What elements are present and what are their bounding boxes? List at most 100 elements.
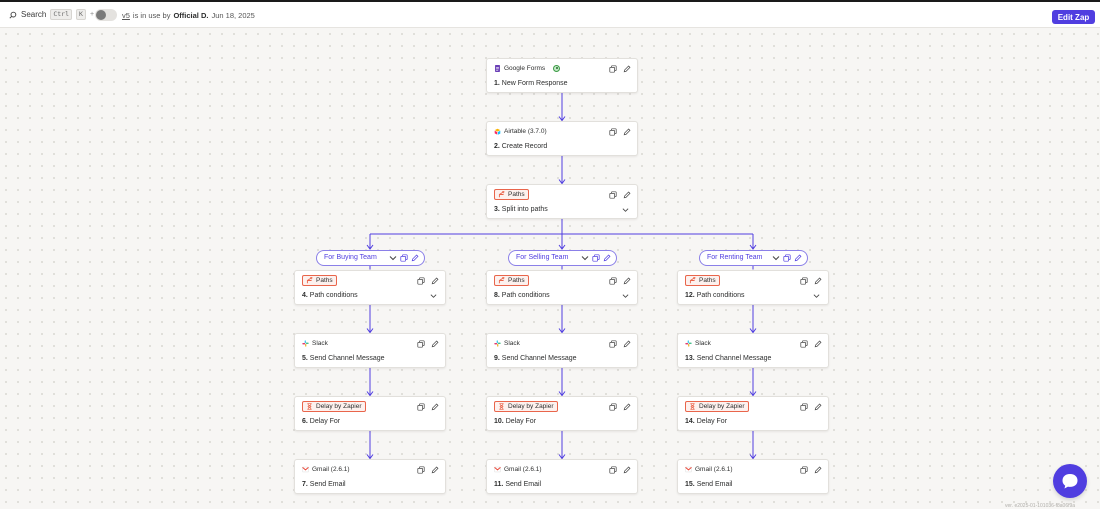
chevron-down-icon[interactable] bbox=[389, 254, 397, 262]
step-actions bbox=[800, 339, 822, 348]
duplicate-icon[interactable] bbox=[800, 276, 808, 285]
search-label: Search bbox=[21, 10, 47, 19]
step-actions bbox=[800, 465, 822, 474]
zap-toggle[interactable] bbox=[95, 9, 117, 21]
edit-icon[interactable] bbox=[623, 340, 631, 348]
step-action: Path conditions bbox=[501, 291, 550, 299]
step-action: Path conditions bbox=[309, 291, 358, 299]
trigger-status-icon bbox=[553, 64, 561, 72]
chevron-down-icon[interactable] bbox=[772, 254, 780, 262]
step-card[interactable]: Gmail (2.6.1)15. Send Email bbox=[677, 458, 829, 494]
edit-icon[interactable] bbox=[814, 340, 822, 348]
app-label: Delay by Zapier bbox=[302, 400, 366, 412]
step-actions bbox=[609, 465, 631, 474]
step-title: 5. Send Channel Message bbox=[302, 355, 385, 362]
duplicate-icon[interactable] bbox=[609, 465, 617, 474]
duplicate-icon[interactable] bbox=[417, 276, 425, 285]
edit-icon[interactable] bbox=[603, 254, 611, 262]
edit-icon[interactable] bbox=[794, 254, 802, 262]
edit-icon[interactable] bbox=[623, 277, 631, 285]
duplicate-icon[interactable] bbox=[609, 402, 617, 411]
duplicate-icon[interactable] bbox=[800, 402, 808, 411]
chevron-down-icon[interactable] bbox=[813, 293, 820, 299]
step-actions bbox=[417, 402, 439, 411]
path-branch-pill[interactable]: For Selling Team bbox=[508, 250, 617, 266]
chevron-down-icon[interactable] bbox=[430, 293, 437, 299]
edit-icon[interactable] bbox=[623, 65, 631, 73]
app-label: Airtable (3.7.0) bbox=[494, 128, 547, 135]
edit-icon[interactable] bbox=[431, 277, 439, 285]
step-title: 1. New Form Response bbox=[494, 80, 568, 87]
chat-button[interactable] bbox=[1053, 464, 1087, 498]
edit-icon[interactable] bbox=[431, 340, 439, 348]
duplicate-icon[interactable] bbox=[800, 339, 808, 348]
duplicate-icon[interactable] bbox=[417, 465, 425, 474]
app-label: Paths bbox=[494, 274, 529, 286]
step-card[interactable]: Slack 5. Send Channel Message bbox=[294, 332, 446, 368]
step-actions bbox=[800, 402, 822, 411]
edit-icon[interactable] bbox=[623, 128, 631, 136]
paths-icon bbox=[306, 276, 313, 283]
app-name: Airtable (3.7.0) bbox=[504, 127, 547, 135]
chevron-down-icon[interactable] bbox=[622, 293, 629, 299]
path-branch-pill[interactable]: For Buying Team bbox=[316, 250, 425, 266]
paths-icon bbox=[689, 276, 696, 283]
app-label: Slack bbox=[302, 340, 328, 347]
duplicate-icon[interactable] bbox=[800, 465, 808, 474]
duplicate-icon[interactable] bbox=[417, 402, 425, 411]
duplicate-icon[interactable] bbox=[609, 339, 617, 348]
shortcut-key: K bbox=[76, 9, 86, 20]
duplicate-icon[interactable] bbox=[783, 254, 791, 262]
step-number: 4. bbox=[302, 291, 308, 299]
step-title: 8. Path conditions bbox=[494, 292, 550, 299]
app-label: Paths bbox=[494, 188, 529, 200]
version-link[interactable]: v5 bbox=[122, 11, 130, 20]
duplicate-icon[interactable] bbox=[400, 254, 408, 262]
step-title: 11. Send Email bbox=[494, 481, 541, 488]
edit-icon[interactable] bbox=[623, 466, 631, 474]
edit-icon[interactable] bbox=[431, 466, 439, 474]
chevron-down-icon[interactable] bbox=[622, 207, 629, 213]
edit-icon[interactable] bbox=[411, 254, 419, 262]
gmail-icon bbox=[494, 466, 501, 472]
app-label: Gmail (2.6.1) bbox=[302, 466, 350, 473]
duplicate-icon[interactable] bbox=[609, 64, 617, 73]
app-name: Paths bbox=[508, 276, 525, 284]
top-bar: Search Ctrl K + v5 is in use by Official… bbox=[0, 0, 1100, 28]
path-label: For Buying Team bbox=[324, 254, 377, 261]
duplicate-icon[interactable] bbox=[609, 190, 617, 199]
edit-icon[interactable] bbox=[814, 277, 822, 285]
duplicate-icon[interactable] bbox=[417, 339, 425, 348]
edit-icon[interactable] bbox=[623, 191, 631, 199]
edit-zap-button[interactable]: Edit Zap bbox=[1052, 10, 1095, 24]
duplicate-icon[interactable] bbox=[592, 254, 600, 262]
shortcut-ctrl: Ctrl bbox=[50, 9, 73, 20]
edit-icon[interactable] bbox=[431, 403, 439, 411]
slack-icon bbox=[494, 339, 501, 347]
step-card[interactable]: Paths 8. Path conditions bbox=[486, 269, 638, 305]
path-branch-pill[interactable]: For Renting Team bbox=[699, 250, 808, 266]
duplicate-icon[interactable] bbox=[609, 127, 617, 136]
step-actions bbox=[609, 64, 631, 73]
duplicate-icon[interactable] bbox=[609, 276, 617, 285]
step-card[interactable]: Airtable (3.7.0)2. Create Record bbox=[486, 120, 638, 156]
edit-icon[interactable] bbox=[814, 466, 822, 474]
edit-icon[interactable] bbox=[814, 403, 822, 411]
search-button[interactable]: Search Ctrl K + bbox=[9, 9, 94, 20]
step-card[interactable]: Gmail (2.6.1)7. Send Email bbox=[294, 458, 446, 494]
edit-icon[interactable] bbox=[623, 403, 631, 411]
chevron-down-icon[interactable] bbox=[581, 254, 589, 262]
step-card[interactable]: Gmail (2.6.1)11. Send Email bbox=[486, 458, 638, 494]
step-title: 9. Send Channel Message bbox=[494, 355, 577, 362]
paths-icon bbox=[498, 190, 505, 197]
